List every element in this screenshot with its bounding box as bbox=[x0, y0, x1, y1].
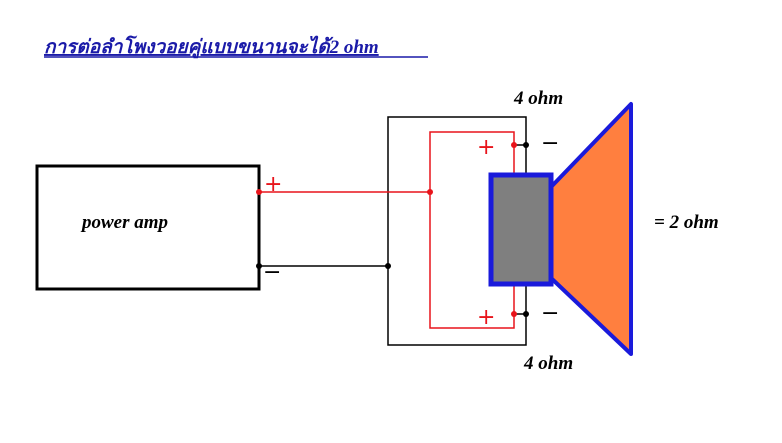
positive-loop-wire bbox=[429, 131, 515, 329]
top-coil-plus-sign: + bbox=[477, 135, 495, 160]
bottom-coil-minus-terminal bbox=[523, 311, 529, 317]
power-amp-label: power amp bbox=[80, 212, 168, 233]
negative-junction bbox=[385, 263, 391, 269]
bottom-coil-minus-sign: − bbox=[541, 301, 559, 326]
amp-plus-terminal bbox=[256, 189, 262, 195]
amp-plus-sign: + bbox=[264, 172, 282, 197]
speaker-cone bbox=[549, 102, 633, 356]
total-ohm-label: = 2 ohm bbox=[654, 212, 719, 233]
top-coil-plus-terminal bbox=[511, 142, 517, 148]
bottom-coil-plus-sign: + bbox=[477, 305, 495, 330]
amp-minus-sign: − bbox=[263, 260, 281, 285]
positive-junction bbox=[427, 189, 433, 195]
page-title: การต่อลำโพงวอยคู่แบบขนานจะได้2 ohm bbox=[44, 35, 379, 59]
top-coil-minus-sign: − bbox=[541, 131, 559, 156]
bottom-coil-plus-terminal bbox=[511, 311, 517, 317]
negative-loop-wire bbox=[387, 116, 527, 346]
bottom-coil-ohm-label: 4 ohm bbox=[523, 353, 573, 374]
amp-minus-terminal bbox=[256, 263, 262, 269]
top-coil-ohm-label: 4 ohm bbox=[513, 88, 563, 109]
power-amp-box bbox=[35, 164, 261, 291]
top-coil-minus-terminal bbox=[523, 142, 529, 148]
speaker-magnet bbox=[488, 172, 554, 287]
